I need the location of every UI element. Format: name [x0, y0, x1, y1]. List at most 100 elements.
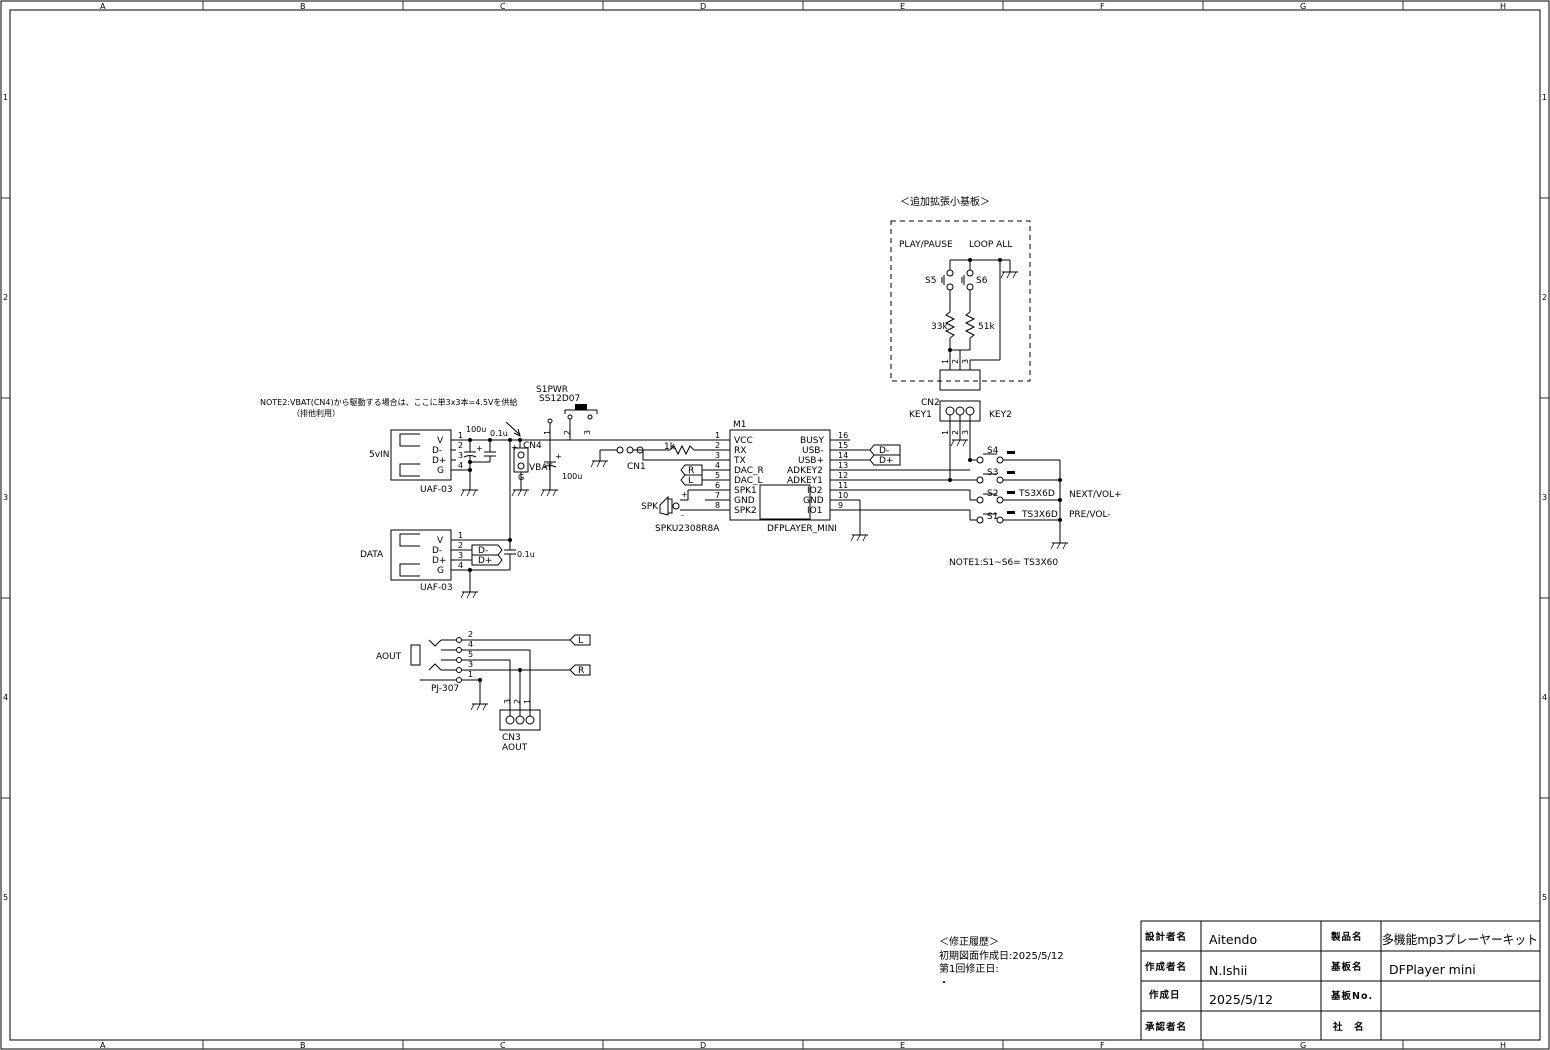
play-pause-label: PLAY/PAUSE	[899, 240, 953, 250]
usb-power-cap2: 0.1u	[490, 429, 508, 438]
usb-data-cap: 0.1u	[517, 550, 535, 559]
usb-power-label: 5vIN	[369, 450, 389, 460]
board-no-label: 基板No.	[1330, 990, 1373, 1002]
board-value: DFPlayer mini	[1389, 962, 1476, 977]
note2: NOTE2:VBAT(CN4)から駆動する場合は、ここに単3x3本=4.5Vを供…	[260, 397, 521, 437]
author-value: N.Ishii	[1209, 963, 1247, 978]
s1pwr-pin2: 2	[563, 430, 572, 435]
m1-pin-num-left: 5	[715, 471, 720, 480]
m1-pin-name-left: DAC_L	[734, 476, 763, 486]
m1-pin-num-right: 12	[838, 471, 848, 480]
col-marker-bottom: E	[900, 1041, 905, 1050]
ground-symbol	[850, 534, 868, 542]
connector-cn4: CN4 + G VBAT + 100u	[511, 440, 582, 497]
row-marker-right: 4	[1542, 693, 1547, 702]
col-marker-top: H	[1500, 2, 1506, 11]
designer-label: 設計者名	[1145, 931, 1187, 943]
usb-power-cap1: 100u	[466, 425, 486, 434]
usb-power-pin-name: G	[437, 466, 444, 476]
cn4-cap-plus: +	[555, 452, 562, 461]
speaker-part: SPKU2308R8A	[655, 524, 720, 534]
cn3-ref: CN3	[502, 733, 521, 743]
switch-s2-ref: S2	[987, 489, 998, 499]
usb-data-connector: DATA V D- D+ G 1 2 3 4 UAF-03 D- D+ 0.1u	[360, 529, 535, 599]
switch-s1pwr: S1PWR SS12D07 1 2 3	[536, 385, 598, 470]
aout-tag-l: L	[578, 636, 583, 646]
usb-data-pin-name: D+	[432, 556, 446, 566]
cn4-ref: CN4	[523, 441, 542, 451]
ground-symbol	[540, 489, 558, 497]
cn1-res: 1k	[664, 442, 676, 452]
m1-pin-name-left: GND	[734, 496, 755, 506]
aout-pin-num: 5	[468, 650, 473, 659]
revision-line1: 初期図面作成日:2025/5/12	[939, 949, 1064, 962]
resistor-51k-value: 51k	[978, 322, 995, 332]
m1-pin-num-right: 9	[838, 501, 843, 510]
m1-pin-name-left: SPK2	[734, 506, 757, 516]
aout-pin-num: 4	[468, 640, 473, 649]
resistor-1k	[669, 444, 695, 456]
usb-data-pin-num: 1	[458, 531, 463, 540]
col-marker-top: F	[1100, 2, 1105, 11]
note1: NOTE1:S1~S6= TS3X60	[949, 558, 1058, 568]
designer-value: Aitendo	[1209, 932, 1257, 947]
speaker-plus: +	[681, 490, 688, 499]
switch-s2-part: TS3X6D	[1018, 489, 1055, 499]
col-marker-bottom: F	[1100, 1041, 1105, 1050]
aout-pin-num: 3	[468, 660, 473, 669]
prev-vol-label: PRE/VOL-	[1069, 510, 1111, 520]
title-block: 設計者名 Aitendo 作成者名 N.Ishii 作成日 2025/5/12 …	[1140, 920, 1541, 1041]
m1-pin-num-right: 10	[838, 491, 848, 500]
cn2-ref: CN2	[921, 398, 940, 408]
usb-data-pin-num: 2	[458, 541, 463, 550]
company-label: 社 名	[1332, 1021, 1365, 1033]
cn2-pin-num: 1	[941, 430, 950, 435]
approver-label: 承認者名	[1145, 1021, 1187, 1033]
col-marker-bottom: G	[1300, 1041, 1306, 1050]
row-marker-left: 4	[3, 693, 8, 702]
author-label: 作成者名	[1145, 961, 1187, 973]
resistor-33k	[944, 311, 956, 339]
m1-pin-num-right: 14	[838, 451, 848, 460]
cn1-ref: CN1	[627, 462, 646, 472]
revision-line3: ・	[939, 978, 949, 989]
s1pwr-pin3: 3	[583, 430, 592, 435]
switch-s1-part: TS3X6D	[1021, 510, 1058, 520]
cap-plus: +	[476, 444, 483, 453]
usb-power-pin-num: 4	[458, 461, 463, 470]
m1-pin-name-right: IO1	[807, 506, 822, 516]
usb-power-pin-name: D-	[432, 446, 442, 456]
s1pwr-part: SS12D07	[539, 394, 580, 404]
switch-s6: S6	[961, 260, 988, 312]
ext-pin-num: 3	[961, 359, 970, 364]
ext-pin-num: 2	[951, 359, 960, 364]
cn4-cap: 100u	[562, 472, 582, 481]
switch-s4-ref: S4	[987, 446, 999, 456]
aout-label: AOUT	[376, 652, 402, 662]
col-marker-top: D	[700, 2, 706, 11]
cn3-name: AOUT	[502, 743, 528, 753]
product-value: 多機能mp3プレーヤーキット	[1382, 932, 1538, 947]
col-marker-bottom: H	[1500, 1041, 1506, 1050]
usb-data-label: DATA	[360, 550, 384, 560]
row-marker-left: 3	[3, 493, 8, 502]
m1-pin-name-right: ADKEY1	[787, 476, 823, 486]
connector-cn1: CN1 1k	[590, 442, 730, 472]
aout-part: PJ-307	[431, 684, 459, 694]
row-marker-right: 2	[1542, 293, 1547, 302]
switch-s5-ref: S5	[925, 276, 936, 286]
connector-cn3	[499, 709, 541, 731]
ground-symbol	[950, 439, 968, 447]
m1-pin-num-left: 1	[715, 431, 720, 440]
m1-pin-name-right: ADKEY2	[787, 466, 823, 476]
switch-s5: S5	[925, 260, 954, 312]
extension-board-title: ＜追加拡張小基板＞	[900, 195, 990, 208]
usb-power-connector: 5vIN V D- D+ G 1 2 3 4 UAF-03 + 100u 0.1…	[369, 425, 570, 497]
cn2-pin-num: 3	[961, 430, 970, 435]
m1-tag-dp: D+	[879, 456, 893, 466]
usb-data-tag-dm: D-	[478, 546, 488, 556]
m1-pin-name-right: BUSY	[800, 436, 824, 446]
resistor-33k-value: 33k	[931, 322, 948, 332]
m1-pin-name-left: SPK1	[734, 486, 757, 496]
